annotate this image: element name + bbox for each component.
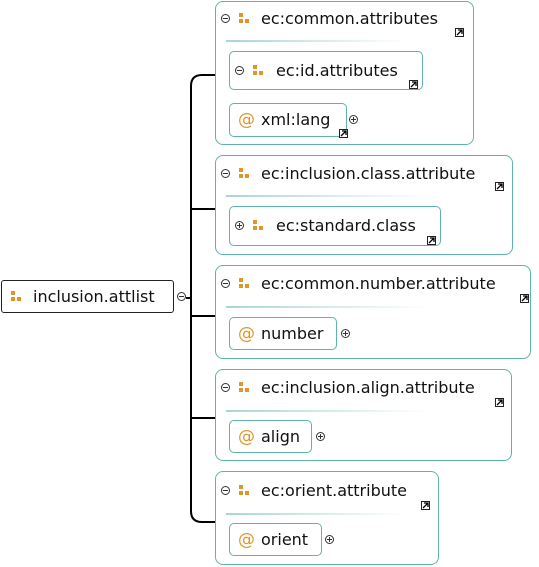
attribute-at-icon: @ bbox=[238, 324, 255, 344]
group-ref-label: ec:standard.class bbox=[276, 216, 416, 235]
group-ref-id-attributes[interactable]: ec:id.attributes bbox=[229, 51, 423, 90]
reference-link-icon[interactable] bbox=[455, 28, 464, 37]
attribute-at-icon: @ bbox=[238, 427, 255, 447]
attribute-group-icon bbox=[253, 220, 265, 232]
attribute-group-icon bbox=[253, 65, 265, 77]
expand-toggle[interactable] bbox=[341, 329, 350, 338]
root-label: inclusion.attlist bbox=[33, 287, 155, 306]
collapse-toggle[interactable] bbox=[221, 169, 230, 178]
attribute-group-icon bbox=[11, 291, 23, 303]
reference-link-icon[interactable] bbox=[427, 236, 436, 245]
expand-toggle[interactable] bbox=[316, 432, 325, 441]
collapse-toggle[interactable] bbox=[221, 14, 230, 23]
collapse-toggle[interactable] bbox=[221, 486, 230, 495]
group-ref-standard-class[interactable]: ec:standard.class bbox=[229, 206, 441, 246]
attribute-label: number bbox=[261, 324, 324, 343]
reference-link-icon[interactable] bbox=[339, 129, 348, 138]
attribute-align[interactable]: @ align bbox=[229, 420, 312, 453]
attribute-label: orient bbox=[261, 530, 309, 549]
attribute-at-icon: @ bbox=[238, 530, 255, 550]
attribute-group-icon bbox=[239, 13, 251, 25]
group-orient-attribute: ec:orient.attribute bbox=[215, 471, 439, 565]
expand-toggle[interactable] bbox=[235, 66, 244, 75]
root-element-node[interactable]: inclusion.attlist bbox=[1, 280, 174, 313]
reference-link-icon[interactable] bbox=[421, 501, 430, 510]
attribute-label: align bbox=[261, 427, 300, 446]
attribute-label: xml:lang bbox=[261, 110, 331, 129]
group-title[interactable]: ec:inclusion.class.attribute bbox=[261, 164, 476, 183]
attribute-number[interactable]: @ number bbox=[229, 317, 337, 350]
expand-toggle[interactable] bbox=[349, 115, 358, 124]
group-title[interactable]: ec:common.attributes bbox=[261, 9, 438, 28]
group-title[interactable]: ec:orient.attribute bbox=[261, 481, 407, 500]
attribute-group-icon bbox=[239, 278, 251, 290]
expand-toggle[interactable] bbox=[235, 221, 244, 230]
attribute-xml-lang[interactable]: @ xml:lang bbox=[229, 103, 348, 138]
attribute-group-icon bbox=[239, 168, 251, 180]
collapse-toggle[interactable] bbox=[177, 292, 186, 301]
group-title[interactable]: ec:common.number.attribute bbox=[261, 274, 496, 293]
attribute-at-icon: @ bbox=[238, 110, 255, 130]
reference-link-icon[interactable] bbox=[495, 182, 504, 191]
collapse-toggle[interactable] bbox=[221, 279, 230, 288]
reference-link-icon[interactable] bbox=[495, 398, 504, 407]
attribute-group-icon bbox=[239, 485, 251, 497]
collapse-toggle[interactable] bbox=[221, 383, 230, 392]
reference-link-icon[interactable] bbox=[520, 294, 529, 303]
group-common-number-attribute: ec:common.number.attribute bbox=[215, 265, 531, 359]
group-ref-label: ec:id.attributes bbox=[276, 61, 398, 80]
attribute-group-icon bbox=[239, 382, 251, 394]
group-title[interactable]: ec:inclusion.align.attribute bbox=[261, 378, 475, 397]
expand-toggle[interactable] bbox=[325, 535, 334, 544]
reference-link-icon[interactable] bbox=[409, 80, 418, 89]
attribute-orient[interactable]: @ orient bbox=[229, 523, 322, 556]
